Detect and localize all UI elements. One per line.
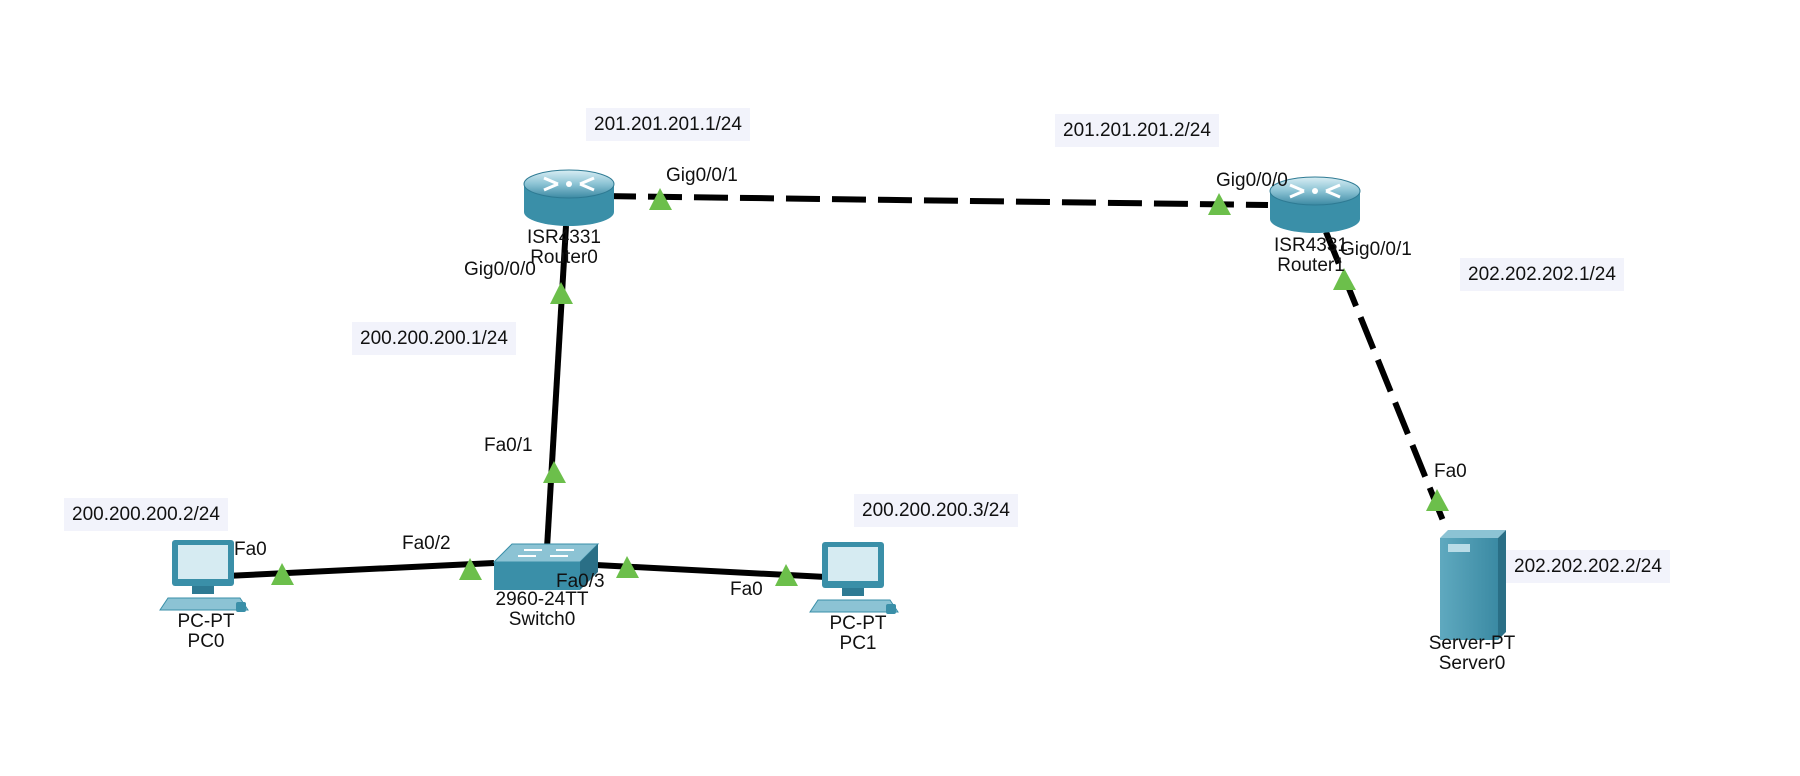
device-label-pc0: PC-PT PC0 bbox=[178, 612, 235, 652]
port-label-router0-gig001: Gig0/0/1 bbox=[666, 165, 738, 186]
device-label-server0: Server-PT Server0 bbox=[1429, 634, 1516, 674]
link-up-indicator-pc1-fa0 bbox=[775, 564, 798, 586]
device-name: Router0 bbox=[530, 247, 598, 268]
link-up-indicator-sw-fa03 bbox=[616, 556, 639, 578]
port-label-pc0-fa0: Fa0 bbox=[234, 539, 267, 560]
ip-label-router0-lan: 200.200.200.1/24 bbox=[352, 322, 516, 355]
switch-icon[interactable] bbox=[492, 543, 600, 590]
router-icon[interactable] bbox=[1269, 176, 1361, 233]
device-model: Server-PT bbox=[1428, 633, 1516, 654]
link-router0-switch0[interactable] bbox=[544, 225, 569, 549]
device-name: PC0 bbox=[187, 631, 225, 652]
device-name: Switch0 bbox=[508, 609, 576, 630]
ip-label-pc0: 200.200.200.2/24 bbox=[64, 498, 228, 531]
device-label-switch0: 2960-24TT Switch0 bbox=[496, 590, 589, 630]
device-name: Router1 bbox=[1277, 255, 1345, 276]
device-model: PC-PT bbox=[177, 611, 235, 632]
ip-label-pc1: 200.200.200.3/24 bbox=[854, 494, 1018, 527]
device-label-router1: ISR4331 Router1 bbox=[1274, 236, 1348, 276]
device-model: 2960-24TT bbox=[495, 589, 589, 610]
ip-label-server0: 202.202.202.2/24 bbox=[1506, 550, 1670, 583]
device-model: ISR4331 bbox=[527, 227, 601, 248]
link-up-indicator-srv-fa0 bbox=[1426, 489, 1449, 511]
link-pc0-switch0[interactable] bbox=[225, 560, 495, 579]
ip-label-router1-wan: 201.201.201.2/24 bbox=[1055, 114, 1219, 147]
port-label-router0-gig000: Gig0/0/0 bbox=[464, 259, 536, 280]
link-router0-router1[interactable] bbox=[601, 193, 1269, 208]
link-up-indicator-r1-g001 bbox=[1333, 268, 1356, 290]
ip-label-router1-lan: 202.202.202.1/24 bbox=[1460, 258, 1624, 291]
pc-icon[interactable] bbox=[809, 542, 899, 614]
link-up-indicator-sw-fa01 bbox=[543, 461, 566, 483]
device-model: PC-PT bbox=[829, 613, 887, 634]
link-up-indicator-r0-g001 bbox=[649, 188, 672, 210]
link-up-indicator-r1-g000 bbox=[1208, 193, 1231, 215]
port-label-pc1-fa0: Fa0 bbox=[730, 579, 763, 600]
device-model: ISR4331 bbox=[1274, 235, 1348, 256]
server-icon[interactable] bbox=[1440, 530, 1506, 640]
device-label-router0: ISR4331 Router0 bbox=[527, 228, 601, 268]
link-up-indicator-sw-fa02 bbox=[459, 558, 482, 580]
ip-label-router0-wan: 201.201.201.1/24 bbox=[586, 108, 750, 141]
port-label-server0-fa0: Fa0 bbox=[1434, 461, 1467, 482]
device-label-pc1: PC-PT PC1 bbox=[830, 614, 887, 654]
port-label-router1-gig000: Gig0/0/0 bbox=[1216, 170, 1288, 191]
device-name: PC1 bbox=[839, 633, 877, 654]
router-icon[interactable] bbox=[523, 169, 615, 226]
link-up-indicator-r0-g000 bbox=[550, 282, 573, 304]
pc-icon[interactable] bbox=[159, 540, 249, 612]
port-label-switch0-fa02: Fa0/2 bbox=[402, 533, 451, 554]
link-up-indicator-pc0-fa0 bbox=[271, 563, 294, 585]
port-label-router1-gig001: Gig0/0/1 bbox=[1340, 239, 1412, 260]
port-label-switch0-fa01: Fa0/1 bbox=[484, 435, 533, 456]
port-label-switch0-fa03: Fa0/3 bbox=[556, 571, 605, 592]
device-name: Server0 bbox=[1438, 653, 1506, 674]
